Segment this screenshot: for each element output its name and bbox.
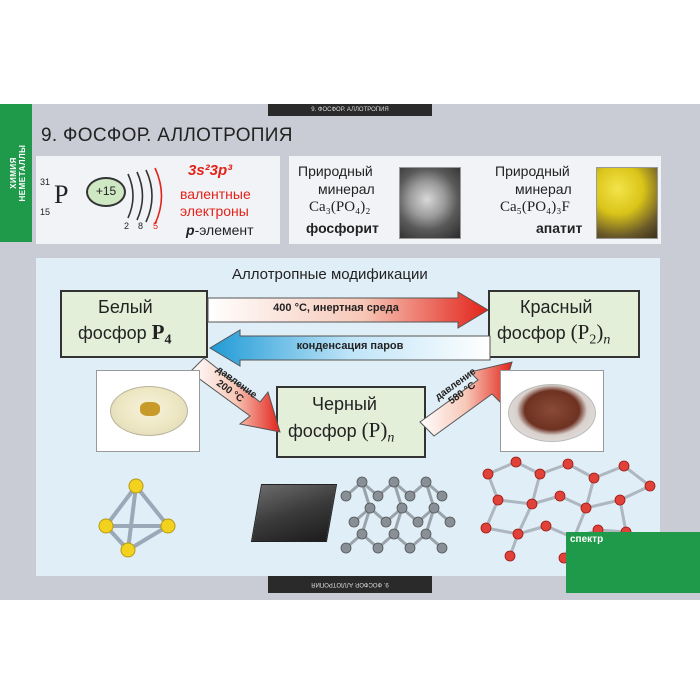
red-sub1: 2 bbox=[589, 332, 597, 348]
white-line2: фосфор bbox=[78, 323, 147, 343]
apatite-photo bbox=[596, 167, 658, 239]
electron-shells-icon bbox=[127, 167, 163, 225]
mineral-1-line2: минерал bbox=[318, 181, 375, 197]
p-element-rest: -элемент bbox=[194, 222, 254, 238]
black-phosphorus-line1: Черный bbox=[312, 394, 377, 414]
p-element-letter: p bbox=[186, 222, 195, 238]
back-arrow-label: конденсация паров bbox=[296, 340, 404, 352]
mineral-1-formula: Ca₃(PO₄)₂ bbox=[309, 199, 371, 215]
back-arrow-icon bbox=[209, 329, 491, 367]
mineral-1-name: фосфорит bbox=[306, 220, 379, 236]
valence-line2: электроны bbox=[180, 203, 249, 219]
mineral-2-line2: минерал bbox=[515, 181, 572, 197]
forward-arrow-label: 400 °С, инертная среда bbox=[273, 302, 399, 314]
side-band bbox=[0, 104, 32, 242]
red-formula: (P bbox=[570, 320, 590, 344]
pressure-arrow-left-icon bbox=[189, 357, 281, 433]
forward-arrow-icon bbox=[207, 291, 489, 329]
white-phosphorus-box bbox=[60, 290, 208, 358]
shell-count-1: 2 bbox=[124, 221, 130, 231]
white-phosphorus-formula: фосфор P4 bbox=[78, 320, 172, 349]
white-phosphorus-line1: Белый bbox=[98, 297, 153, 317]
page-title: 9. ФОСФОР. АЛЛОТРОПИЯ bbox=[41, 125, 293, 146]
element-info-box bbox=[36, 156, 280, 244]
red-phosphorus-line1: Красный bbox=[520, 297, 593, 317]
black-sub: n bbox=[387, 430, 395, 446]
red-dish-icon bbox=[508, 384, 596, 442]
red-phosphorus-formula: фосфор (P2)n bbox=[497, 320, 610, 349]
mineral-2-formula: Ca₅(PO₄)₃F bbox=[500, 199, 570, 215]
side-label-line1: ХИМИЯ bbox=[9, 157, 18, 189]
black-phosphorus-formula: фосфор (P)n bbox=[288, 418, 394, 447]
shell-count-3: 5 bbox=[153, 221, 159, 231]
white-sub: 4 bbox=[164, 332, 172, 348]
tetrahedron-structure-icon bbox=[98, 478, 176, 558]
black-formula: (P) bbox=[361, 418, 388, 442]
white-formula: P bbox=[151, 320, 165, 344]
red-line2: фосфор bbox=[497, 323, 566, 343]
valence-line1: валентные bbox=[180, 186, 251, 202]
mineral-2-name: апатит bbox=[536, 220, 583, 236]
footer-tab: 9. ФОСФОР. АЛЛОТРОПИЯ bbox=[268, 575, 432, 593]
shell-count-2: 8 bbox=[138, 221, 144, 231]
black-line2: фосфор bbox=[288, 421, 357, 441]
red-sub2: n bbox=[603, 332, 611, 348]
atomic-number: 15 bbox=[40, 207, 51, 217]
header-tab: 9. ФОСФОР. АЛЛОТРОПИЯ bbox=[268, 104, 432, 116]
publisher-name: спектр bbox=[570, 534, 604, 545]
red-phosphorus-box bbox=[488, 290, 640, 358]
electron-config: 3s²3p³ bbox=[188, 162, 233, 179]
mineral-1-line1: Природный bbox=[298, 163, 373, 179]
phosphorite-photo bbox=[399, 167, 461, 239]
black-lattice-icon bbox=[340, 476, 456, 554]
black-phosphorus-box bbox=[276, 386, 426, 458]
diagram-heading: Аллотропные модификации bbox=[232, 266, 428, 283]
p-element: p-элемент bbox=[186, 222, 254, 238]
red-close: ) bbox=[596, 320, 604, 344]
white-sample-icon bbox=[140, 402, 160, 416]
side-label: ХИМИЯ НЕМЕТАЛЛЫ bbox=[9, 108, 27, 238]
nucleus-charge: +15 bbox=[95, 184, 117, 198]
publisher-badge bbox=[566, 532, 700, 593]
black-crystal-icon bbox=[250, 484, 338, 542]
mass-number: 31 bbox=[40, 177, 51, 187]
nucleus bbox=[86, 177, 126, 207]
side-label-line2: НЕМЕТАЛЛЫ bbox=[18, 144, 27, 202]
mineral-2-line1: Природный bbox=[495, 163, 570, 179]
element-symbol: P bbox=[54, 180, 69, 209]
